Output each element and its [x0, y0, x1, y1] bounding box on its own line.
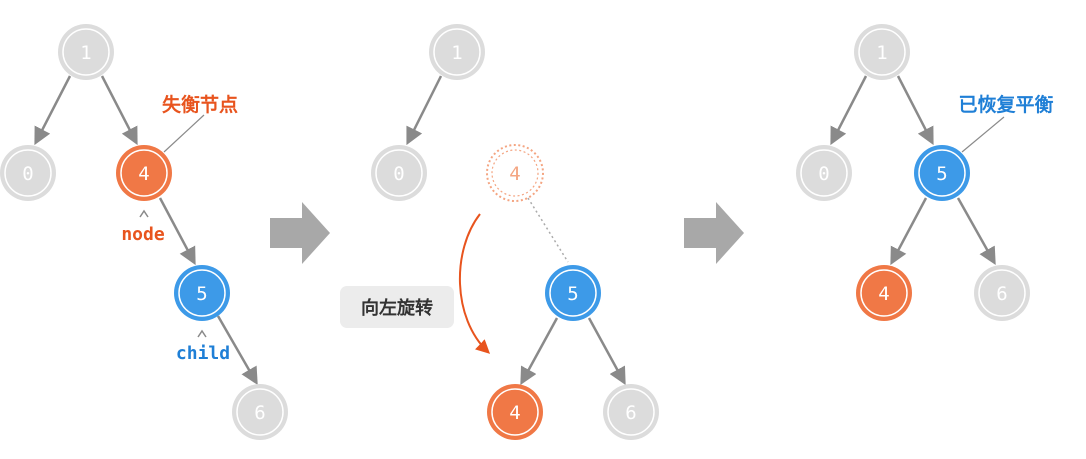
node-value: 4	[878, 283, 889, 305]
tree-node-0: 0	[796, 145, 852, 201]
dotted-old-link	[527, 197, 569, 263]
tree-node-4-unbalanced: 4	[116, 145, 172, 201]
transition-arrow-icon	[270, 202, 330, 264]
tree-node-1: 1	[58, 24, 114, 80]
node-value: 0	[393, 163, 404, 185]
edge-1-5	[896, 75, 934, 146]
tree-node-4: 4	[487, 384, 543, 440]
node-value: 6	[625, 402, 636, 424]
node-value: 1	[80, 42, 91, 64]
tree-node-4-ghost: 4	[486, 144, 544, 202]
caret-up-icon	[197, 329, 207, 338]
node-value: 4	[138, 163, 149, 185]
edge-5-6	[587, 317, 626, 386]
node-value: 4	[509, 163, 520, 185]
caption-box	[340, 286, 454, 328]
rotation-arrow-icon	[458, 213, 491, 354]
panel-before-rotation: 1 0 4 5 6 失衡节点 node	[0, 24, 288, 440]
edge-5-4	[890, 197, 928, 266]
tree-node-6: 6	[974, 265, 1030, 321]
tree-node-5: 5	[914, 145, 970, 201]
node-value: 1	[876, 42, 887, 64]
tree-node-6: 6	[603, 384, 659, 440]
edge-5-4	[520, 317, 559, 386]
node-value: 6	[996, 283, 1007, 305]
edge-1-4	[100, 75, 138, 146]
tree-node-0: 0	[371, 145, 427, 201]
panel-during-rotation: 1 0 4 5 4 6	[340, 24, 659, 440]
panel-after-rotation: 1 0 5 4 6 已恢复平衡	[796, 24, 1054, 321]
node-value: 0	[818, 163, 829, 185]
tree-node-0: 0	[0, 145, 56, 201]
transition-arrow-icon	[684, 202, 744, 264]
edge-5-6	[216, 315, 258, 386]
node-value: 5	[196, 283, 207, 305]
label-balanced: 已恢复平衡	[958, 93, 1053, 116]
node-value: 6	[254, 402, 265, 424]
label-unbalanced-node: 失衡节点	[162, 93, 238, 116]
tree-node-1: 1	[429, 24, 485, 80]
node-value: 4	[509, 402, 520, 424]
label-leader-line	[961, 116, 1005, 153]
label-node-pointer: node	[121, 224, 165, 245]
tree-node-1: 1	[854, 24, 910, 80]
edge-1-0	[34, 75, 72, 146]
edge-1-0	[406, 75, 443, 146]
edge-5-6	[956, 197, 996, 266]
tree-node-4: 4	[856, 265, 912, 321]
tree-node-5-child: 5	[174, 265, 230, 321]
node-value: 5	[936, 163, 947, 185]
label-leader-line	[163, 114, 205, 153]
node-value: 0	[22, 163, 33, 185]
edge-1-0	[830, 75, 868, 146]
label-child-pointer: child	[176, 343, 230, 364]
tree-node-5: 5	[545, 265, 601, 321]
tree-node-6: 6	[232, 384, 288, 440]
node-value: 1	[451, 42, 462, 64]
edge-4-5	[158, 197, 196, 266]
caret-up-icon	[139, 209, 149, 218]
caption-rotate-left: 向左旋转	[361, 297, 433, 319]
node-value: 5	[567, 283, 578, 305]
